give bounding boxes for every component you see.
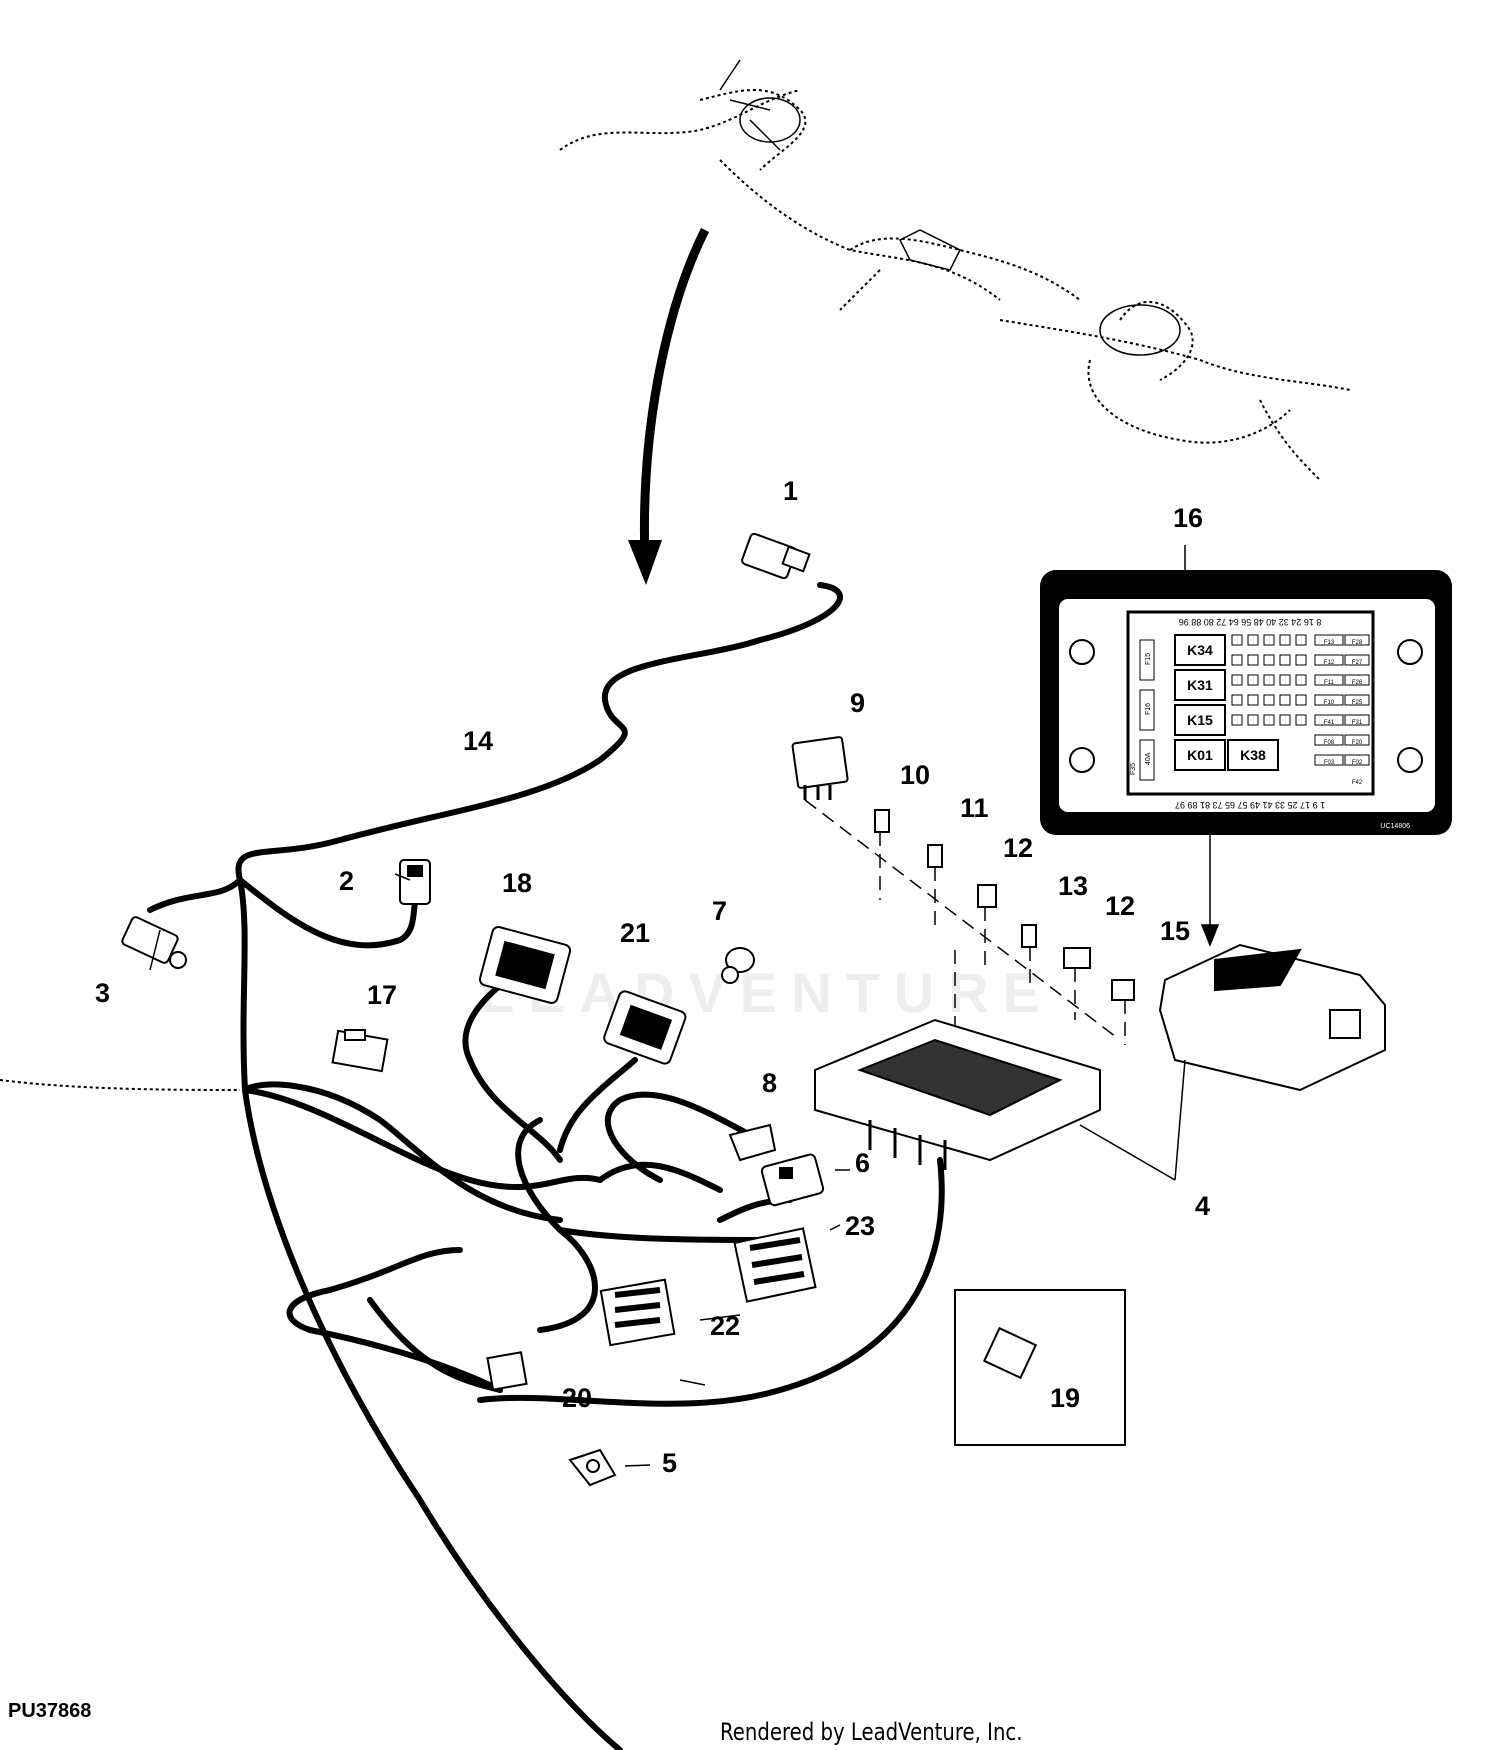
callout-17: 17 bbox=[367, 980, 398, 1010]
connector-17 bbox=[331, 1029, 389, 1073]
callout-21: 21 bbox=[620, 918, 651, 948]
connector-22 bbox=[599, 1278, 676, 1347]
small-fuse-label: F31 bbox=[1352, 720, 1363, 726]
leader-lines bbox=[149, 545, 1220, 1467]
connector-1 bbox=[741, 532, 811, 580]
callout-3: 3 bbox=[95, 978, 111, 1008]
connector-2 bbox=[399, 859, 431, 905]
figure-id: PU37868 bbox=[8, 1700, 92, 1722]
small-fuse-label: F11 bbox=[1324, 680, 1335, 686]
inset-box-19 bbox=[954, 1289, 1126, 1446]
callout-15: 15 bbox=[1160, 916, 1191, 946]
inset-code: UC14806 bbox=[1380, 823, 1410, 830]
callout-22: 22 bbox=[710, 1311, 741, 1341]
relay-k15-label: K15 bbox=[1187, 712, 1213, 728]
callout-8: 8 bbox=[762, 1068, 778, 1098]
small-fuse-label: F12 bbox=[1324, 660, 1335, 666]
fuse-box-inset: K34 K31 K15 K01 K38 F15 F16 40A F35 F13 … bbox=[1040, 570, 1452, 835]
assembly-arrow bbox=[628, 227, 710, 585]
small-fuse-label: F27 bbox=[1352, 660, 1363, 666]
connector-18 bbox=[478, 926, 572, 1004]
fuses-10-15 bbox=[874, 809, 1135, 1001]
callout-13: 13 bbox=[1058, 871, 1089, 901]
callout-18: 18 bbox=[502, 868, 533, 898]
harness-dashed-left bbox=[0, 1079, 241, 1091]
callout-20: 20 bbox=[562, 1383, 593, 1413]
bottom-pin-numbers: 1 9 17 25 33 41 49 57 65 73 81 89 97 bbox=[1175, 800, 1325, 810]
connector-23 bbox=[733, 1227, 817, 1303]
callout-19: 19 bbox=[1050, 1383, 1081, 1413]
render-credit: Rendered by LeadVenture, Inc. bbox=[720, 1718, 1023, 1746]
small-fuse-label: F42 bbox=[1352, 780, 1363, 786]
relay-k38-label: K38 bbox=[1240, 747, 1266, 763]
machine-overview-wiring bbox=[559, 89, 1351, 481]
callout-6: 6 bbox=[855, 1148, 871, 1178]
connector-20 bbox=[486, 1351, 528, 1391]
fuse-f15-label: F15 bbox=[1145, 653, 1152, 665]
plug-7 bbox=[721, 947, 755, 984]
callout-2: 2 bbox=[339, 866, 355, 896]
main-harness bbox=[147, 582, 945, 1750]
callout-16: 16 bbox=[1173, 503, 1204, 533]
small-fuse-label: F26 bbox=[1352, 680, 1363, 686]
small-fuse-label: F08 bbox=[1324, 740, 1335, 746]
machine-overview-detail bbox=[719, 59, 1181, 356]
callout-9: 9 bbox=[850, 688, 866, 718]
callout-12a: 12 bbox=[1003, 833, 1034, 863]
watermark: LEADVENTURE bbox=[480, 961, 1055, 1024]
small-fuse-label: F20 bbox=[1352, 740, 1363, 746]
small-fuse-label: F03 bbox=[1324, 760, 1335, 766]
small-fuse-label: F10 bbox=[1324, 700, 1335, 706]
callout-10: 10 bbox=[900, 760, 931, 790]
relay-k34-label: K34 bbox=[1187, 642, 1213, 658]
bracket-8 bbox=[728, 1123, 777, 1162]
ground-clip-5 bbox=[568, 1448, 617, 1487]
callout-7: 7 bbox=[712, 896, 728, 926]
connector-21 bbox=[603, 990, 687, 1065]
small-fuse-label: F13 bbox=[1324, 640, 1335, 646]
fuse-block-cover bbox=[1158, 943, 1386, 1092]
relay-9 bbox=[791, 736, 849, 800]
callout-1: 1 bbox=[783, 476, 799, 506]
small-fuse-label: F25 bbox=[1352, 700, 1363, 706]
fuse-f16-label: F16 bbox=[1145, 703, 1152, 715]
small-fuse-label: F41 bbox=[1324, 720, 1335, 726]
fuse-f35-label: F35 bbox=[1130, 763, 1137, 775]
callout-12b: 12 bbox=[1105, 891, 1136, 921]
small-fuse-label: F02 bbox=[1352, 760, 1363, 766]
fuse-block-base bbox=[814, 1018, 1101, 1170]
top-pin-numbers: 8 16 24 32 40 48 56 64 72 80 88 96 bbox=[1179, 617, 1322, 627]
small-fuse-label: F28 bbox=[1352, 640, 1363, 646]
callout-23: 23 bbox=[845, 1211, 876, 1241]
callout-4: 4 bbox=[1195, 1191, 1211, 1221]
relay-k31-label: K31 bbox=[1187, 677, 1213, 693]
fuse-40a-label: 40A bbox=[1145, 752, 1152, 765]
relay-k01-label: K01 bbox=[1187, 747, 1213, 763]
connector-3 bbox=[121, 916, 187, 969]
callout-5: 5 bbox=[662, 1448, 678, 1478]
callout-14: 14 bbox=[463, 726, 494, 756]
callout-11: 11 bbox=[960, 793, 989, 823]
connector-6 bbox=[760, 1153, 825, 1207]
alignment-dashes bbox=[804, 799, 1126, 1045]
